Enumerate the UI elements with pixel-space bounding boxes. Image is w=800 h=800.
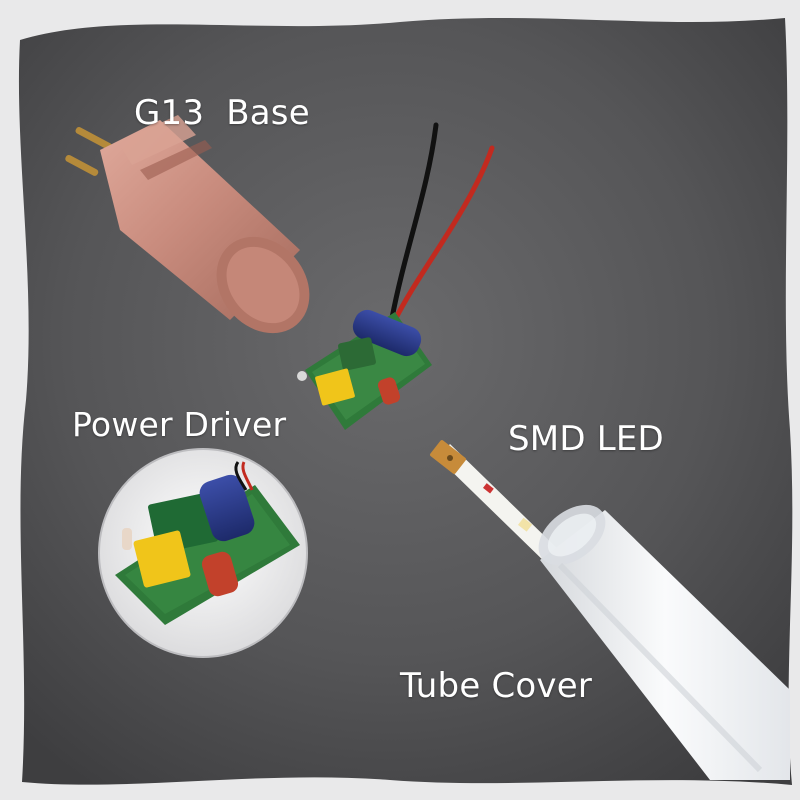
g13-base-label: G13 Base <box>134 93 310 133</box>
tube-cover <box>538 504 790 780</box>
driver-wires <box>389 122 495 323</box>
small-driver-board <box>297 309 432 430</box>
smd-led-label: SMD LED <box>508 419 664 459</box>
g13-end-cap <box>65 115 310 334</box>
power-driver-label: Power Driver <box>72 405 287 444</box>
driver-zoom-inset <box>98 448 308 658</box>
tube-cover-label: Tube Cover <box>400 666 593 706</box>
